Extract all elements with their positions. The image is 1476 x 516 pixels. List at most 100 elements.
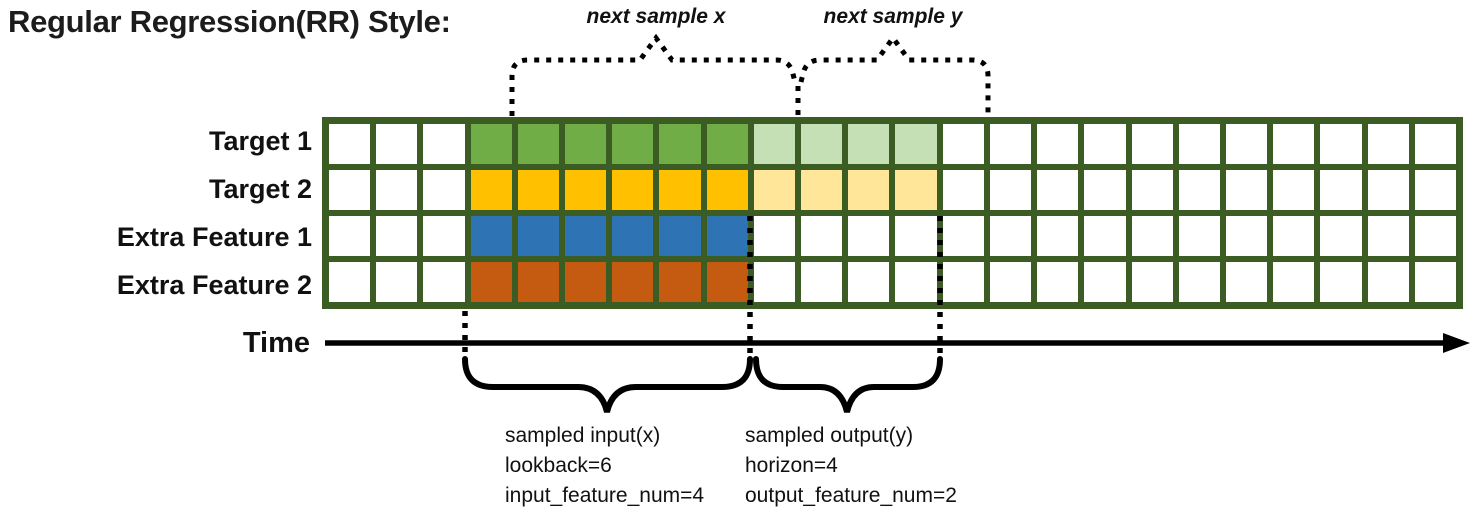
grid-cell xyxy=(565,124,607,164)
grid-cell xyxy=(1131,124,1173,164)
grid-cell xyxy=(376,262,418,302)
row-label-extra-feature-2: Extra Feature 2 xyxy=(116,270,312,300)
grid-cell xyxy=(1178,170,1220,210)
grid-cell xyxy=(1178,124,1220,164)
next-sample-x-brace xyxy=(509,33,798,116)
grid-cell xyxy=(612,170,654,210)
grid-cell xyxy=(329,262,371,302)
grid-cell xyxy=(1320,216,1362,256)
grid-cell xyxy=(989,124,1032,164)
grid-cell xyxy=(1414,262,1456,302)
grid-cell xyxy=(706,170,748,210)
grid-cell xyxy=(423,262,465,302)
grid-cell xyxy=(942,170,984,210)
grid-cell xyxy=(376,216,418,256)
grid-cell xyxy=(1037,216,1079,256)
grid-cell xyxy=(612,262,654,302)
grid-cell xyxy=(423,216,465,256)
time-axis-label: Time xyxy=(242,327,310,359)
grid-cell xyxy=(470,262,512,302)
sampled-input-title: sampled input(x) xyxy=(505,424,661,447)
grid-cell xyxy=(659,124,701,164)
grid-cell xyxy=(848,124,890,164)
grid-cell xyxy=(1273,216,1315,256)
grid-cell xyxy=(1037,170,1079,210)
horizon-value: horizon=4 xyxy=(745,454,838,477)
grid-cell xyxy=(565,170,607,210)
grid-cell xyxy=(801,262,843,302)
row-label-extra-feature-1: Extra Feature 1 xyxy=(116,222,312,252)
grid-cell xyxy=(1273,170,1315,210)
grid-cell xyxy=(659,170,701,210)
diagram-title: Regular Regression(RR) Style: xyxy=(8,4,451,39)
grid-cell xyxy=(989,262,1032,302)
next-sample-x-label: next sample x xyxy=(586,5,726,28)
lookback-value: lookback=6 xyxy=(505,454,612,477)
grid-cell xyxy=(1320,170,1362,210)
grid-cell xyxy=(848,216,890,256)
grid-cell xyxy=(801,170,843,210)
row-label-target-1: Target 1 xyxy=(208,126,312,156)
time-axis-arrowhead xyxy=(1443,333,1470,353)
sampled-output-notes: sampled output(y) horizon=4 output_featu… xyxy=(745,421,957,511)
grid-cell xyxy=(1367,262,1409,302)
grid-cell xyxy=(517,216,560,256)
grid-cell xyxy=(1131,262,1173,302)
sampled-input-brace xyxy=(462,356,753,413)
grid-cell xyxy=(753,216,796,256)
grid-cell xyxy=(942,262,984,302)
grid-cell xyxy=(423,124,465,164)
grid-cell xyxy=(1225,124,1268,164)
grid-cell xyxy=(989,216,1032,256)
grid-cell xyxy=(1320,262,1362,302)
grid-cell xyxy=(329,124,371,164)
grid-cell xyxy=(329,216,371,256)
grid-cell xyxy=(1273,262,1315,302)
sampled-output-brace xyxy=(753,356,943,413)
grid-cell xyxy=(1225,262,1268,302)
grid-cell xyxy=(517,262,560,302)
grid-cell xyxy=(1037,262,1079,302)
grid-cell xyxy=(1414,170,1456,210)
grid-cell xyxy=(1367,170,1409,210)
grid-cell xyxy=(848,262,890,302)
grid-cell xyxy=(329,170,371,210)
grid-cell xyxy=(612,124,654,164)
grid-cell xyxy=(1131,216,1173,256)
grid-cell xyxy=(565,216,607,256)
grid-cell xyxy=(753,124,796,164)
grid-cell xyxy=(895,124,937,164)
grid-cell xyxy=(1178,216,1220,256)
grid-cell xyxy=(1131,170,1173,210)
grid-cell xyxy=(706,262,748,302)
grid-cell xyxy=(1414,216,1456,256)
grid-cell xyxy=(376,124,418,164)
input-feature-num-value: input_feature_num=4 xyxy=(505,484,705,507)
grid-cell xyxy=(1178,262,1220,302)
grid-cell xyxy=(470,170,512,210)
grid-cell xyxy=(1225,170,1268,210)
next-sample-y-brace xyxy=(798,33,991,116)
grid-cell xyxy=(942,124,984,164)
grid-cell xyxy=(659,262,701,302)
grid-cell xyxy=(1084,262,1126,302)
grid-cell xyxy=(565,262,607,302)
grid-cell xyxy=(895,216,937,256)
grid-cell xyxy=(1084,124,1126,164)
grid-cell xyxy=(659,216,701,256)
grid-cell xyxy=(517,170,560,210)
grid-cell xyxy=(470,124,512,164)
grid-cell xyxy=(753,170,796,210)
grid-cell xyxy=(848,170,890,210)
output-feature-num-value: output_feature_num=2 xyxy=(745,484,957,507)
grid-cell xyxy=(470,216,512,256)
time-series-grid xyxy=(322,117,1463,309)
grid-cell xyxy=(706,216,748,256)
sampled-input-notes: sampled input(x) lookback=6 input_featur… xyxy=(505,421,704,511)
row-label-target-2: Target 2 xyxy=(208,174,312,204)
grid-cell xyxy=(895,170,937,210)
grid-cell xyxy=(1084,216,1126,256)
grid-cell xyxy=(1367,124,1409,164)
grid-cell xyxy=(989,170,1032,210)
